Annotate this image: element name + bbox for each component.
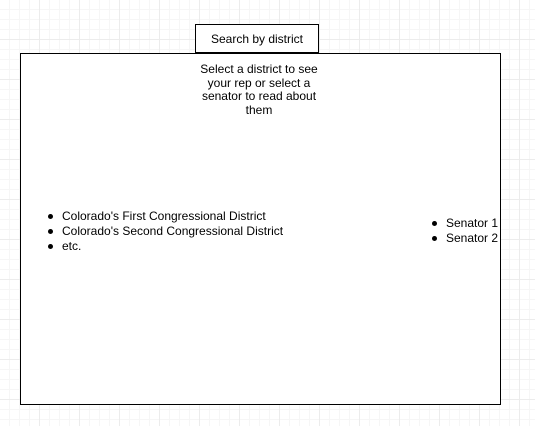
tab-label: Search by district	[210, 31, 304, 46]
tab-search-by-district[interactable]: Search by district	[195, 24, 319, 53]
district-panel: Select a district to see your rep or sel…	[20, 53, 501, 405]
senator-item[interactable]: Senator 2	[426, 231, 498, 246]
instructions-text: Select a district to see your rep or sel…	[200, 62, 318, 117]
senator-item[interactable]: Senator 1	[426, 216, 498, 231]
district-list: Colorado's First Congressional District …	[42, 209, 283, 254]
district-item[interactable]: Colorado's Second Congressional District	[42, 224, 283, 239]
district-item[interactable]: Colorado's First Congressional District	[42, 209, 283, 224]
district-item[interactable]: etc.	[42, 239, 283, 254]
senator-list: Senator 1 Senator 2	[426, 216, 498, 246]
